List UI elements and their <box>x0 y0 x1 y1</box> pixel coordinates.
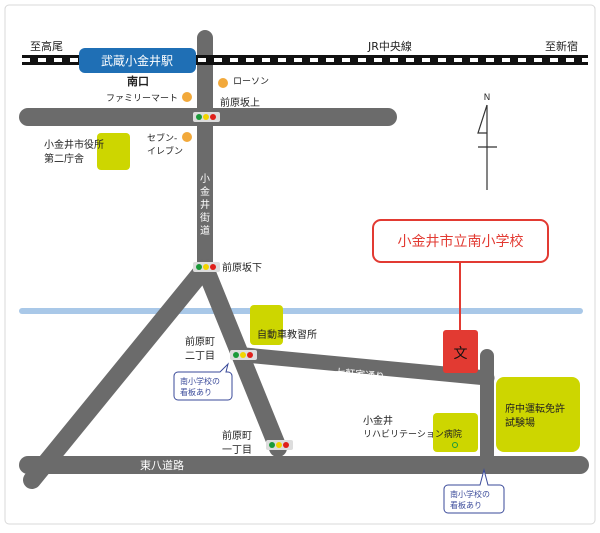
svg-text:道: 道 <box>200 224 210 237</box>
school-marker <box>443 330 478 373</box>
sign-callout-1-line1: 南小学校の <box>180 376 220 386</box>
lawson-label: ローソン <box>233 77 269 87</box>
familymart-icon <box>182 92 192 102</box>
traffic-light-icon <box>230 350 257 360</box>
license-center-box <box>496 377 580 452</box>
seven-eleven-icon <box>182 132 192 142</box>
svg-text:金: 金 <box>200 185 210 198</box>
north-arrow-icon <box>477 104 497 190</box>
school-label-box <box>372 219 549 263</box>
traffic-light-icon <box>266 440 293 450</box>
hospital-box <box>433 413 478 452</box>
cityhall-box <box>97 133 130 170</box>
station-box <box>79 48 196 73</box>
svg-text:井: 井 <box>200 198 210 211</box>
svg-text:街: 街 <box>200 211 210 224</box>
rail-west-label: 至高尾 <box>30 39 63 53</box>
driving-school-label: 自動車教習所 <box>257 328 317 341</box>
rail-line-label: JR中央線 <box>367 39 412 53</box>
traffic-light-icon <box>193 112 220 122</box>
hospital-label-1: 小金井 <box>363 414 393 427</box>
intersection-itchome-2: 一丁目 <box>222 445 252 456</box>
intersection-sakashita: 前原坂下 <box>222 261 262 274</box>
shichikenya-road <box>237 347 495 386</box>
svg-text:小: 小 <box>200 173 210 185</box>
sign-callout-2-line2: 看板あり <box>450 500 482 510</box>
koganei-kaido-label: 小 金 井 街 道 <box>200 173 210 237</box>
familymart-label: ファミリーマート <box>106 94 178 104</box>
cityhall-label-1: 小金井市役所 <box>44 138 104 151</box>
diagonal-road-west <box>23 259 214 489</box>
lawson-icon <box>218 78 228 88</box>
license-center-label-2: 試験場 <box>505 416 535 429</box>
hospital-label-2: リハビリテーション病院 <box>363 428 462 440</box>
hospital-entrance-icon <box>452 442 458 448</box>
driving-school-box <box>250 305 283 345</box>
map-frame <box>4 4 596 525</box>
seven-eleven-label-1: セブン- <box>147 132 177 144</box>
intersection-sakaue: 前原坂上 <box>220 96 260 109</box>
school-marker-icon: 文 <box>454 346 468 362</box>
traffic-light-icon <box>193 262 220 272</box>
school-name: 小金井市立南小学校 <box>398 233 524 250</box>
sign-callout-2-line1: 南小学校の <box>450 489 490 499</box>
sign-callout-2 <box>443 468 505 514</box>
license-center-label-1: 府中運転免許 <box>505 402 565 415</box>
intersection-nichome-2: 二丁目 <box>185 351 215 362</box>
rail-east-label: 至新宿 <box>545 39 578 53</box>
sign-callout-1 <box>173 362 233 401</box>
tohachi-label: 東八道路 <box>140 458 184 472</box>
cityhall-label-2: 第二庁舎 <box>44 152 84 165</box>
north-label: N <box>484 93 491 103</box>
seven-eleven-label-2: イレブン <box>147 145 183 157</box>
station-exit: 南口 <box>127 74 149 88</box>
intersection-itchome-1: 前原町 <box>222 429 252 442</box>
intersection-nichome-1: 前原町 <box>185 335 215 348</box>
sign-callout-1-line2: 看板あり <box>180 387 212 397</box>
station-name: 武蔵小金井駅 <box>101 53 173 68</box>
